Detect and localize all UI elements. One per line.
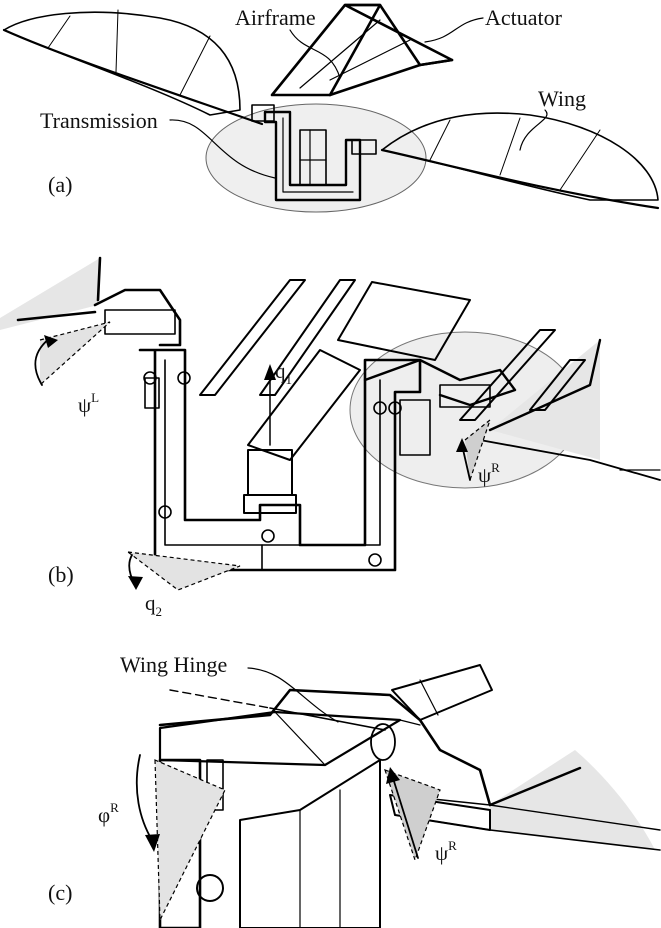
actuator-label: Actuator bbox=[485, 5, 563, 30]
actuator-beam bbox=[270, 3, 454, 97]
q1-symbol: q1 bbox=[275, 359, 292, 387]
phi-R-sector bbox=[154, 759, 226, 921]
psi-R-symbol: ψR bbox=[478, 460, 500, 487]
transmission-leader bbox=[169, 119, 276, 179]
left-wing-sector bbox=[0, 258, 100, 330]
right-wing-sector bbox=[490, 340, 600, 460]
panel-b-label: (b) bbox=[48, 562, 74, 587]
wing-label: Wing bbox=[538, 86, 586, 111]
right-wing-sector-c bbox=[490, 750, 655, 850]
wing-hinge-leader bbox=[247, 667, 339, 723]
q2-symbol: q2 bbox=[145, 591, 162, 619]
actuator-beam-b bbox=[337, 281, 471, 361]
transmission-frame-b bbox=[138, 348, 431, 572]
actuator-leader bbox=[424, 17, 484, 43]
rail-top-c bbox=[391, 664, 493, 721]
column-dark-c bbox=[239, 759, 381, 928]
transmission-highlight-ellipse bbox=[205, 103, 427, 213]
wing-hinge-label: Wing Hinge bbox=[120, 652, 227, 677]
panel-c-label: (c) bbox=[48, 880, 72, 905]
psi-R-sector bbox=[464, 418, 492, 481]
left-wing bbox=[2, 9, 264, 126]
joints bbox=[143, 371, 402, 567]
transmission-label: Transmission bbox=[40, 108, 158, 133]
panel-a: Airframe Actuator Wing Transmission (a) bbox=[2, 3, 660, 213]
wing-leader bbox=[519, 109, 548, 151]
airframe-label: Airframe bbox=[235, 5, 316, 30]
transmission-frame bbox=[251, 104, 377, 202]
panel-c: Wing Hinge φR ψR (c) bbox=[48, 652, 661, 928]
psi-L-symbol: ψL bbox=[78, 390, 99, 417]
panel-b: ψL q1 ψR q2 (b) bbox=[0, 256, 661, 619]
left-rail bbox=[199, 279, 306, 396]
right-wing bbox=[380, 112, 660, 210]
airframe-leader bbox=[289, 29, 341, 79]
right-rail bbox=[459, 329, 556, 421]
panel-a-label: (a) bbox=[48, 172, 72, 197]
q2-sector bbox=[127, 551, 241, 591]
flexure-plate bbox=[158, 710, 402, 767]
phi-R-symbol: φR bbox=[98, 800, 119, 827]
psi-R-sector-c bbox=[384, 769, 441, 862]
psi-R-symbol-c: ψR bbox=[435, 838, 457, 865]
psi-L-sector bbox=[39, 321, 111, 386]
